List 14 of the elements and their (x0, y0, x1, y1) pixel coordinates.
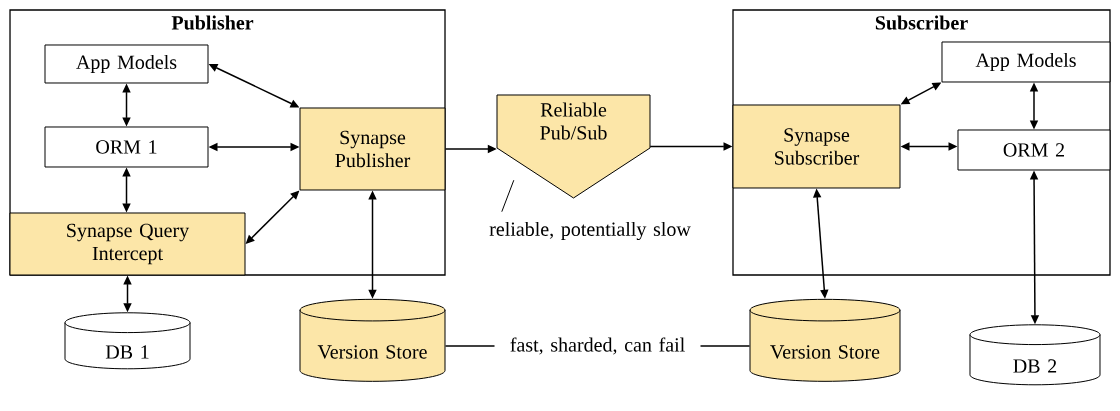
database-cylinder: Version Store (299, 298, 446, 382)
process-box: App Models (44, 44, 209, 84)
database-cylinder: Version Store (749, 298, 901, 382)
process-box: Synapse Query Intercept (9, 212, 246, 276)
process-box: Synapse Subscriber (732, 104, 901, 189)
database-cylinder: DB 2 (969, 324, 1101, 386)
database-cylinder: DB 1 (64, 312, 191, 370)
edge-label: fast, sharded, can fail (494, 334, 701, 358)
process-box: Synapse Publisher (299, 107, 446, 191)
process-box: App Models (941, 41, 1111, 83)
leader-line (501, 179, 515, 213)
process-box: ORM 1 (44, 126, 209, 168)
annotation-text: reliable, potentially slow (489, 221, 691, 241)
process-box: ORM 2 (957, 129, 1111, 171)
